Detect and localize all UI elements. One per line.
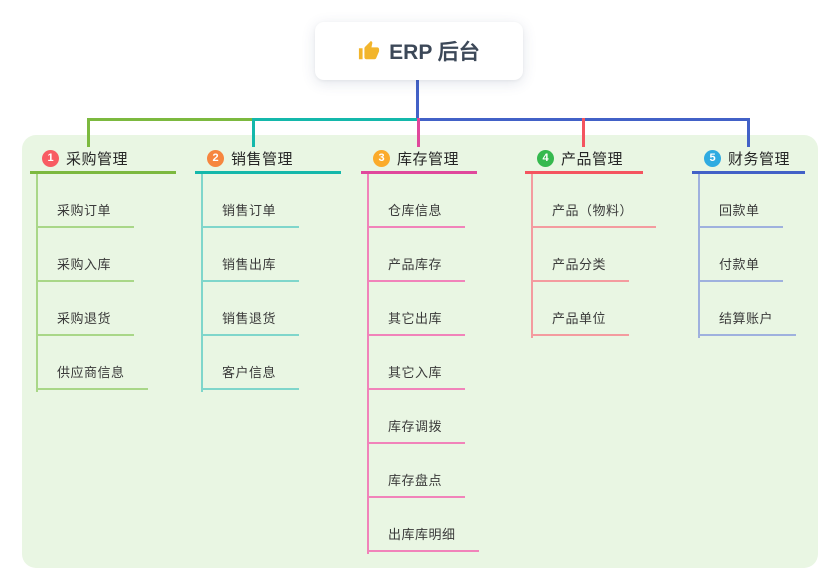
thumbs-up-icon xyxy=(358,40,380,62)
child-node[interactable]: 库存调拨 xyxy=(361,390,479,444)
child-node[interactable]: 仓库信息 xyxy=(361,174,479,228)
branch-number-badge: 5 xyxy=(704,150,721,167)
child-node[interactable]: 产品（物料） xyxy=(525,174,657,228)
child-node-label: 产品单位 xyxy=(531,308,630,336)
branch-title: 采购管理 xyxy=(66,151,129,168)
child-node-label: 采购订单 xyxy=(36,200,135,228)
branch-number-badge: 1 xyxy=(42,150,59,167)
child-node-label: 销售出库 xyxy=(201,254,300,282)
branch-header[interactable]: 5 财务管理 xyxy=(692,146,805,174)
child-node[interactable]: 产品库存 xyxy=(361,228,479,282)
child-node-label: 其它出库 xyxy=(367,308,466,336)
child-node-label: 销售订单 xyxy=(201,200,300,228)
child-node-label: 供应商信息 xyxy=(36,362,148,390)
branch-header[interactable]: 1 采购管理 xyxy=(30,146,176,174)
child-node-label: 库存盘点 xyxy=(367,470,466,498)
branch-children: 仓库信息产品库存其它出库其它入库库存调拨库存盘点出库库明细 xyxy=(361,174,479,554)
branch-number-badge: 2 xyxy=(207,150,224,167)
branch-title: 库存管理 xyxy=(397,151,460,168)
child-node[interactable]: 出库库明细 xyxy=(361,498,479,552)
child-node-label: 结算账户 xyxy=(698,308,797,336)
child-node-label: 采购退货 xyxy=(36,308,135,336)
child-node-label: 其它入库 xyxy=(367,362,466,390)
child-node[interactable]: 供应商信息 xyxy=(30,336,176,390)
branch-4: 4 产品管理产品（物料） 产品分类产品单位 xyxy=(525,146,657,338)
child-node-label: 回款单 xyxy=(698,200,783,228)
branch-title: 销售管理 xyxy=(231,151,294,168)
child-node[interactable]: 付款单 xyxy=(692,228,805,282)
child-node[interactable]: 产品单位 xyxy=(525,282,656,336)
child-node[interactable]: 其它入库 xyxy=(361,336,479,390)
children-connector-line xyxy=(36,174,38,392)
child-node[interactable]: 采购订单 xyxy=(30,174,176,228)
child-node-label: 库存调拨 xyxy=(367,416,466,444)
root-node[interactable]: ERP 后台 xyxy=(315,22,523,80)
child-node[interactable]: 回款单 xyxy=(692,174,805,228)
branch-title: 财务管理 xyxy=(728,151,791,168)
child-node[interactable]: 客户信息 xyxy=(195,336,341,390)
branch-5: 5 财务管理回款单付款单结算账户 xyxy=(692,146,805,338)
branch-3: 3 库存管理仓库信息产品库存其它出库其它入库库存调拨库存盘点出库库明细 xyxy=(361,146,479,554)
branch-children: 采购订单采购入库采购退货供应商信息 xyxy=(30,174,176,392)
children-connector-line xyxy=(531,174,533,338)
child-node-label: 出库库明细 xyxy=(367,524,479,552)
connector-drop-branch-3 xyxy=(417,118,420,147)
child-node[interactable]: 销售退货 xyxy=(195,282,341,336)
child-node[interactable]: 销售出库 xyxy=(195,228,341,282)
child-node[interactable]: 采购入库 xyxy=(30,228,176,282)
child-node-label: 产品分类 xyxy=(531,254,630,282)
branch-2: 2 销售管理销售订单销售出库销售退货客户信息 xyxy=(195,146,341,392)
child-node-label: 销售退货 xyxy=(201,308,300,336)
connector-drop-branch-2 xyxy=(252,118,255,147)
child-node-label: 客户信息 xyxy=(201,362,300,390)
child-node[interactable]: 销售订单 xyxy=(195,174,341,228)
branch-title: 产品管理 xyxy=(561,151,624,168)
branch-header[interactable]: 4 产品管理 xyxy=(525,146,643,174)
branch-children: 产品（物料） 产品分类产品单位 xyxy=(525,174,657,338)
children-connector-line xyxy=(698,174,700,338)
connector-horizontal-middle xyxy=(252,118,420,121)
connector-root-stem xyxy=(416,80,419,121)
branch-number-badge: 3 xyxy=(373,150,390,167)
branch-number-badge: 4 xyxy=(537,150,554,167)
connector-drop-branch-5 xyxy=(747,118,750,147)
child-node[interactable]: 其它出库 xyxy=(361,282,479,336)
root-title: ERP 后台 xyxy=(389,41,480,64)
child-node-label: 采购入库 xyxy=(36,254,135,282)
connector-horizontal-left xyxy=(87,118,255,121)
children-connector-line xyxy=(201,174,203,392)
child-node-label: 产品库存 xyxy=(367,254,466,282)
branch-header[interactable]: 2 销售管理 xyxy=(195,146,341,174)
branches-panel xyxy=(22,135,818,568)
branch-1: 1 采购管理采购订单采购入库采购退货供应商信息 xyxy=(30,146,176,392)
branch-children: 销售订单销售出库销售退货客户信息 xyxy=(195,174,341,392)
child-node[interactable]: 采购退货 xyxy=(30,282,176,336)
child-node-label: 仓库信息 xyxy=(367,200,466,228)
connector-drop-branch-1 xyxy=(87,118,90,147)
children-connector-line xyxy=(367,174,369,554)
branch-children: 回款单付款单结算账户 xyxy=(692,174,805,338)
child-node[interactable]: 结算账户 xyxy=(692,282,805,336)
child-node[interactable]: 库存盘点 xyxy=(361,444,479,498)
child-node-label: 付款单 xyxy=(698,254,783,282)
child-node[interactable]: 产品分类 xyxy=(525,228,656,282)
connector-drop-branch-4 xyxy=(582,118,585,147)
branch-header[interactable]: 3 库存管理 xyxy=(361,146,477,174)
child-node-label: 产品（物料） xyxy=(531,200,657,228)
